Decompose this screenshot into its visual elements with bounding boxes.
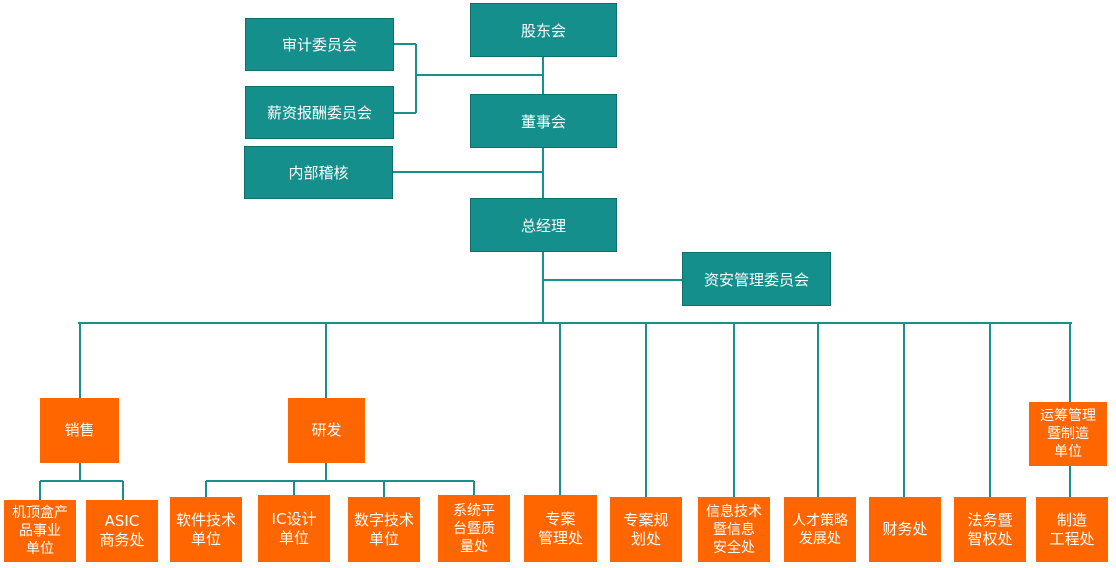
system-platform-quality-label: 系统平 台暨质 量处 — [453, 502, 495, 555]
compensation-committee-label: 薪资报酬委员会 — [266, 104, 372, 122]
internal-audit-box: 内部稽核 — [244, 146, 393, 199]
internal-audit-label: 内部稽核 — [288, 164, 349, 182]
compensation-committee-box: 薪资报酬委员会 — [245, 86, 394, 139]
sales-box: 销售 — [40, 398, 119, 463]
general-manager-box: 总经理 — [470, 198, 617, 252]
ic-design-label: IC设计 单位 — [271, 509, 317, 547]
talent-strategy-box: 人才策略 发展处 — [784, 497, 856, 562]
ic-design-box: IC设计 单位 — [258, 495, 330, 562]
general-manager-label: 总经理 — [520, 216, 566, 235]
talent-strategy-label: 人才策略 发展处 — [792, 512, 848, 547]
rnd-label: 研发 — [311, 421, 342, 439]
info-security-label: 信息技术 暨信息 安全处 — [706, 503, 762, 556]
shareholders-box: 股东会 — [470, 3, 617, 57]
system-platform-quality-box: 系统平 台暨质 量处 — [438, 495, 510, 562]
shareholders-label: 股东会 — [520, 21, 566, 40]
planning-mfg-label: 运筹管理 暨制造 单位 — [1040, 408, 1096, 460]
mfg-engineering-box: 制造 工程处 — [1036, 497, 1108, 562]
audit-committee-box: 审计委员会 — [245, 18, 394, 71]
software-tech-box: 软件技术 单位 — [170, 497, 242, 562]
audit-committee-label: 审计委员会 — [281, 36, 357, 54]
project-mgmt-label: 专案 管理处 — [537, 509, 583, 547]
stb-business-box: 机顶盒产 品事业 单位 — [4, 500, 76, 562]
stb-business-label: 机顶盒产 品事业 单位 — [12, 505, 68, 557]
digital-tech-label: 数字技术 单位 — [353, 510, 414, 548]
project-planning-label: 专案规 划处 — [623, 510, 669, 548]
software-tech-label: 软件技术 单位 — [175, 510, 236, 548]
sales-label: 销售 — [64, 421, 95, 439]
legal-ip-box: 法务暨 智权处 — [954, 497, 1026, 562]
legal-ip-label: 法务暨 智权处 — [967, 510, 1013, 548]
project-mgmt-box: 专案 管理处 — [524, 495, 597, 562]
mfg-engineering-label: 制造 工程处 — [1049, 510, 1095, 548]
rnd-box: 研发 — [288, 398, 365, 463]
board-label: 董事会 — [520, 112, 566, 131]
board-box: 董事会 — [470, 94, 617, 148]
asic-business-box: ASIC 商务处 — [86, 500, 158, 562]
asset-security-committee-label: 资安管理委员会 — [703, 270, 809, 289]
asic-business-label: ASIC 商务处 — [99, 512, 145, 549]
finance-box: 财务处 — [869, 497, 941, 562]
asset-security-committee-box: 资安管理委员会 — [682, 252, 831, 306]
project-planning-box: 专案规 划处 — [610, 497, 682, 562]
info-security-box: 信息技术 暨信息 安全处 — [698, 497, 770, 562]
planning-mfg-box: 运筹管理 暨制造 单位 — [1029, 402, 1107, 466]
finance-label: 财务处 — [882, 520, 928, 538]
digital-tech-box: 数字技术 单位 — [348, 497, 420, 562]
